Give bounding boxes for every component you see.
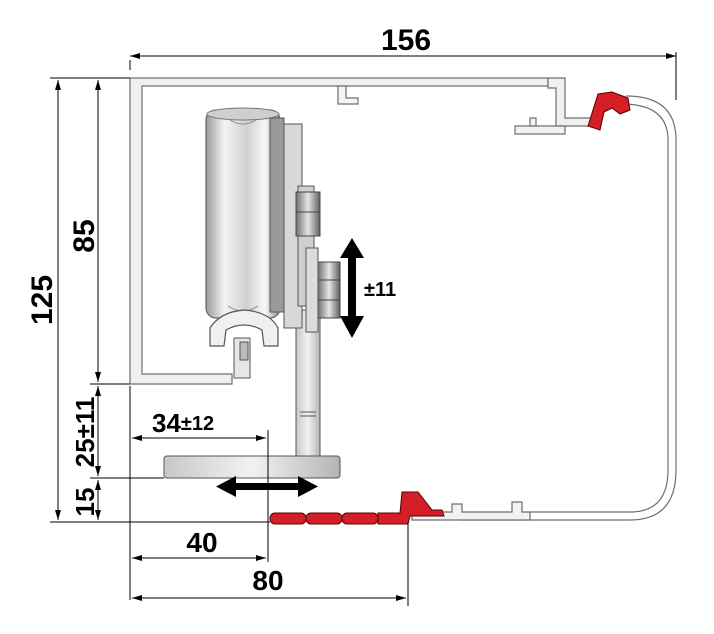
dimension-80 (132, 522, 409, 606)
dimension-125 (50, 77, 270, 523)
dimension-34-value: 34 (152, 408, 181, 438)
wheel-holder-clip (209, 309, 279, 379)
top-seal (587, 91, 631, 131)
dimension-25 (90, 386, 164, 479)
dimension-40-label: 40 (186, 527, 217, 558)
height-adjust-label: ±11 (364, 279, 396, 301)
double-arrow-horizontal-icon (216, 476, 318, 497)
height-adjust-text: ±11 (364, 279, 396, 301)
dimension-125-label: 125 (26, 275, 59, 325)
dimension-85-label: 85 (68, 219, 101, 252)
adjustment-nuts (295, 191, 341, 333)
dimension-156 (129, 52, 677, 100)
dimension-85 (90, 80, 130, 385)
double-arrow-vertical-icon (340, 238, 364, 338)
dimension-25-label: 25±11 (70, 397, 100, 468)
dimension-34-label: 34±12 (152, 408, 214, 438)
dimension-34-tolerance: ±12 (181, 413, 214, 435)
dimension-156-label: 156 (381, 24, 431, 57)
roller-wheel (205, 107, 285, 319)
dimension-34 (129, 386, 269, 600)
dimension-15-label: 15 (70, 488, 100, 517)
bottom-seal (269, 491, 445, 525)
dimension-80-label: 80 (252, 565, 283, 596)
